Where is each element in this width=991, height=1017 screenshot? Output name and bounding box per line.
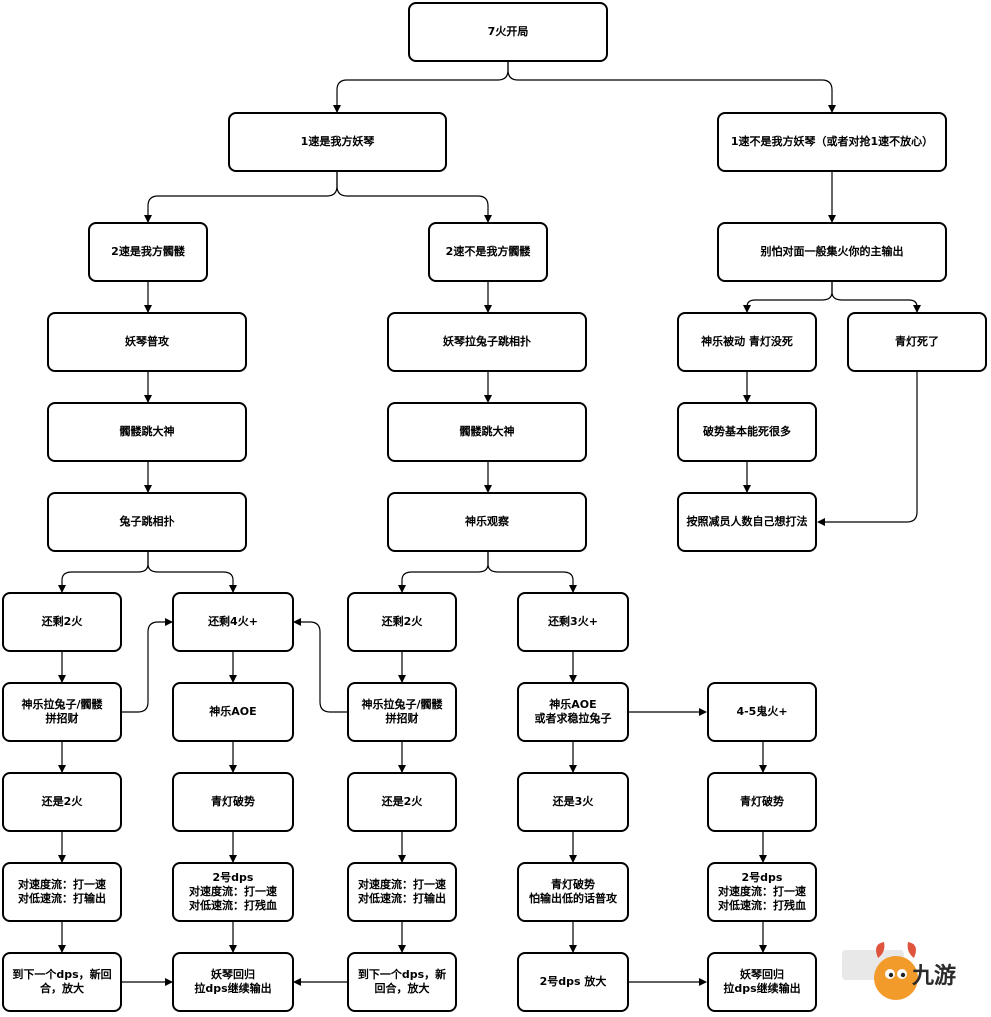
node-s1-ours: 1速是我方妖琴 xyxy=(228,112,447,172)
node-a-qd: 青灯破势 xyxy=(172,772,294,832)
edge xyxy=(743,282,833,313)
edge xyxy=(817,372,918,526)
node-enemy-focus: 别怕对面一般集火你的主输出 xyxy=(717,222,947,282)
watermark-text: 九游 xyxy=(912,964,957,989)
node-b-aoe: 神乐AOE 或者求稳拉兔子 xyxy=(517,682,629,742)
node-rabbit-sumo: 兔子跳相扑 xyxy=(47,492,247,552)
node-ss-dance-a: 髑髅跳大神 xyxy=(47,402,247,462)
edge xyxy=(487,552,577,593)
node-b-still3: 还是3火 xyxy=(517,772,629,832)
node-a-return: 妖琴回归 拉dps继续输出 xyxy=(172,952,294,1012)
node-c-dps2: 2号dps 对速度流：打一速 对低速流：打残血 xyxy=(707,862,817,922)
node-root: 7火开局 xyxy=(408,2,608,62)
watermark-logo-icon xyxy=(842,942,918,1000)
node-a-still2: 还是2火 xyxy=(2,772,122,832)
edge xyxy=(122,618,173,713)
node-by-count: 按照减员人数自己想打法 xyxy=(677,492,817,552)
node-b-dps-up: 2号dps 放大 xyxy=(517,952,629,1012)
node-a-speed: 对速度流：打一速 对低速流：打输出 xyxy=(2,862,122,922)
node-b-still2: 还是2火 xyxy=(347,772,457,832)
node-b-left3: 还剩3火+ xyxy=(517,592,629,652)
edge xyxy=(333,62,509,113)
node-a-left4: 还剩4火+ xyxy=(172,592,294,652)
edge xyxy=(144,172,338,223)
node-kagura-observe: 神乐观察 xyxy=(387,492,587,552)
edge xyxy=(336,172,492,223)
node-s2-ours: 2速是我方髑髅 xyxy=(88,222,208,282)
node-pojs-kill: 破势基本能死很多 xyxy=(677,402,817,462)
node-a-pull: 神乐拉兔子/髑髅 拼招财 xyxy=(2,682,122,742)
edge xyxy=(507,62,836,113)
node-b-qd: 青灯破势 xyxy=(707,772,817,832)
node-a-aoe: 神乐AOE xyxy=(172,682,294,742)
node-b-next: 到下一个dps，新 回合，放大 xyxy=(347,952,457,1012)
node-a-left2: 还剩2火 xyxy=(2,592,122,652)
node-yq-attack: 妖琴普攻 xyxy=(47,312,247,372)
node-b-pull: 神乐拉兔子/髑髅 拼招财 xyxy=(347,682,457,742)
node-b-speed: 对速度流：打一速 对低速流：打输出 xyxy=(347,862,457,922)
node-b-left2: 还剩2火 xyxy=(347,592,457,652)
node-qd-dead: 青灯死了 xyxy=(847,312,987,372)
node-ghost45: 4-5鬼火+ xyxy=(707,682,817,742)
node-a-next: 到下一个dps，新回合，放大 xyxy=(2,952,122,1012)
edge xyxy=(58,552,149,593)
edge xyxy=(147,552,237,593)
node-s1-not-ours: 1速不是我方妖琴（或者对抢1速不放心） xyxy=(717,112,947,172)
node-ss-dance-b: 髑髅跳大神 xyxy=(387,402,587,462)
node-b-qdpo: 青灯破势 怕输出低的话普攻 xyxy=(517,862,629,922)
node-yq-pull: 妖琴拉兔子跳相扑 xyxy=(387,312,587,372)
edge xyxy=(398,552,489,593)
node-c-return: 妖琴回归 拉dps继续输出 xyxy=(707,952,817,1012)
edge xyxy=(293,618,347,713)
node-sl-passive: 神乐被动 青灯没死 xyxy=(677,312,817,372)
node-s2-not-ours: 2速不是我方髑髅 xyxy=(428,222,548,282)
edge xyxy=(831,282,921,313)
node-a-dps2: 2号dps 对速度流：打一速 对低速流：打残血 xyxy=(172,862,294,922)
